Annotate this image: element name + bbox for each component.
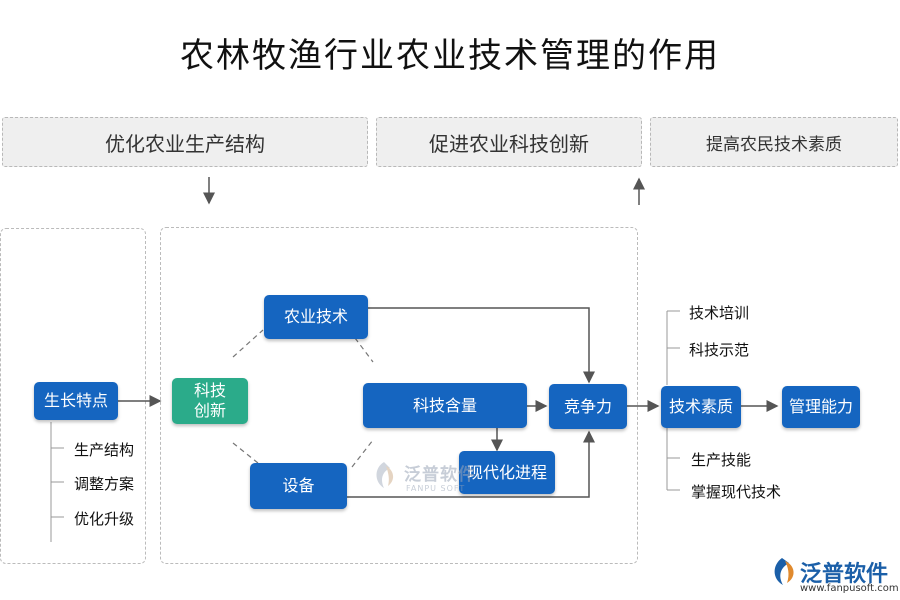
banner-promote-innovation: 促进农业科技创新 [376,117,642,167]
logo-text: 泛普软件 [800,562,889,587]
node-equipment: 设备 [250,463,347,509]
node-competitiveness: 竞争力 [549,384,627,429]
node-growth-characteristics: 生长特点 [34,382,118,420]
banner-optimize-structure: 优化农业生产结构 [2,117,368,167]
watermark-subtext: FANPU SOFT [406,484,466,493]
left-item-production-structure: 生产结构 [74,441,135,459]
node-management: 管理能力 [782,386,860,428]
watermark-text: 泛普软件 [404,465,476,485]
node-tech-innovation: 科技 创新 [172,378,248,424]
right-item-tech-training: 技术培训 [689,304,750,322]
left-item-adjustment-plan: 调整方案 [74,475,135,493]
right-item-master-modern-tech: 掌握现代技术 [691,483,782,501]
left-item-optimize-upgrade: 优化升级 [74,510,135,528]
node-tech-quality: 技术素质 [661,386,741,428]
right-item-production-skills: 生产技能 [691,451,752,469]
page-title: 农林牧渔行业农业技术管理的作用 [180,36,720,76]
node-tech-content: 科技含量 [363,383,527,428]
right-item-tech-demo: 科技示范 [689,341,750,359]
left-panel [0,228,146,564]
watermark-icon [376,462,394,488]
logo-url: www.fanpusoft.com [800,583,899,594]
brand-logo: 泛普软件 www.fanpusoft.com [768,554,899,598]
banner-improve-quality: 提高农民技术素质 [650,117,898,167]
logo-icon [774,558,794,585]
node-modernization: 现代化进程 [459,451,555,494]
node-agri-tech: 农业技术 [264,295,368,339]
